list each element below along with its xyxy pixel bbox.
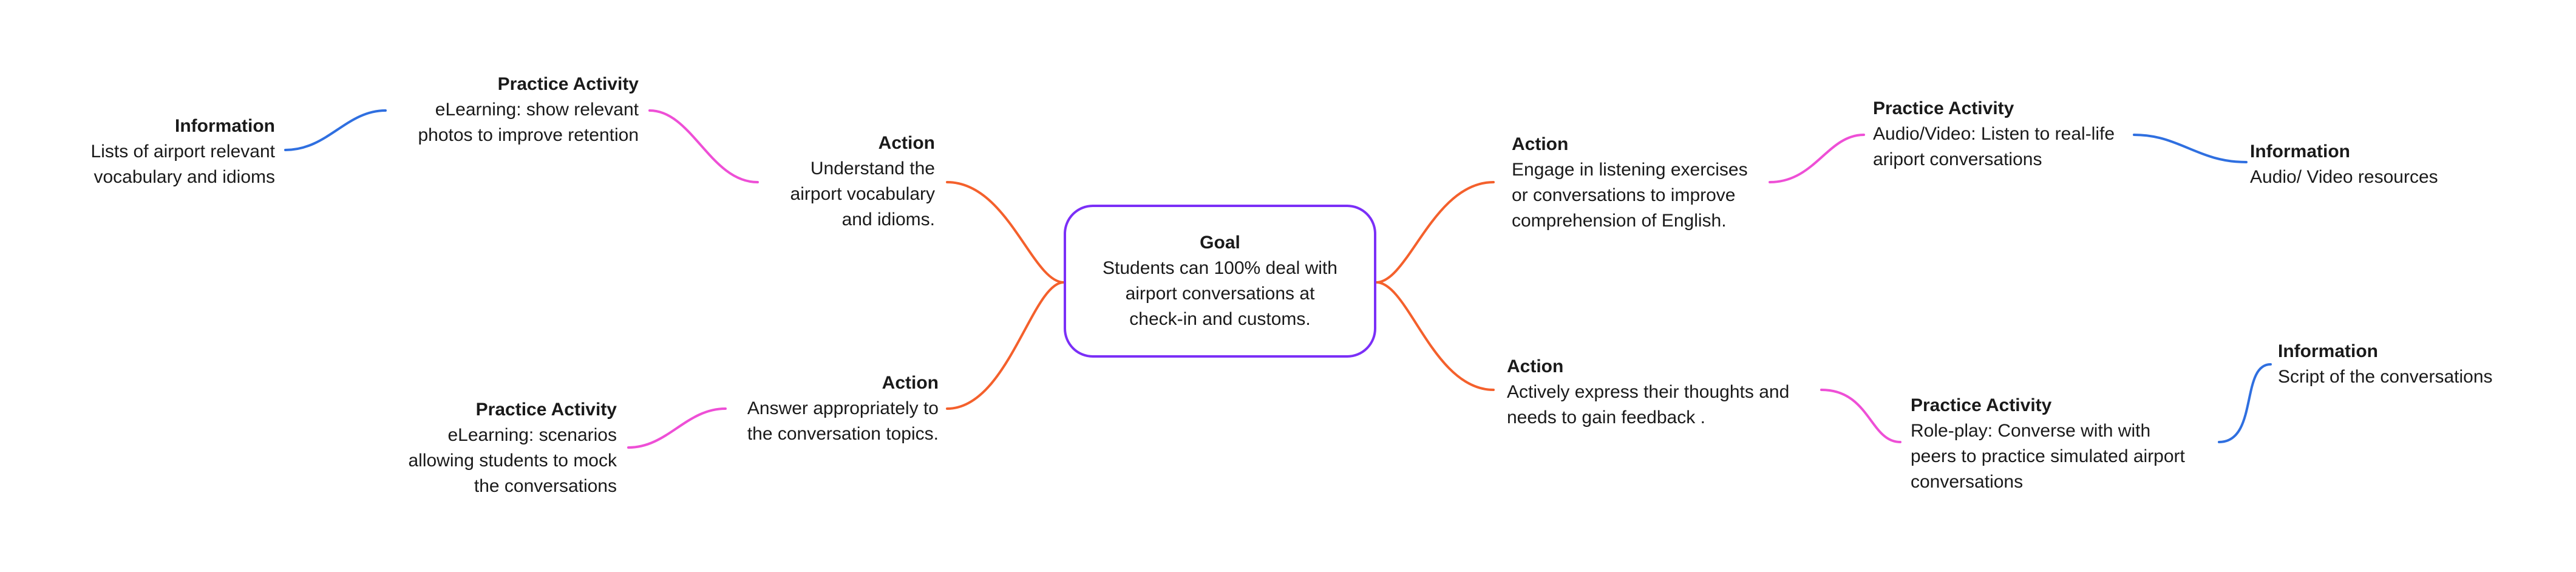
left-top-information-node[interactable]: Information Lists of airport relevant vo… [49, 114, 275, 190]
goal-box[interactable] [1064, 205, 1376, 358]
left-top-information-title: Information [175, 116, 275, 136]
right-bottom-action-text: Actively express their thoughts and need… [1507, 382, 1790, 427]
connector-goal-left-top-action [946, 181, 1065, 284]
left-top-practice-node[interactable]: Practice Activity eLearning: show releva… [364, 72, 639, 148]
right-bottom-practice-text: Role-play: Converse with with peers to p… [1911, 421, 2185, 492]
right-top-practice-title: Practice Activity [1873, 98, 2014, 118]
goal-title: Goal [1200, 233, 1240, 253]
connector-right-top-practice [1769, 134, 1865, 183]
left-bottom-action-text: Answer appropriately to the conversation… [747, 398, 939, 444]
connector-goal-right-top-action [1375, 181, 1495, 284]
goal-text: Students can 100% deal with airport conv… [1103, 258, 1337, 329]
connector-left-top-information [284, 109, 387, 151]
right-top-action-title: Action [1512, 134, 1569, 154]
right-bottom-practice-title: Practice Activity [1911, 395, 2052, 415]
right-top-practice-node[interactable]: Practice Activity Audio/Video: Listen to… [1873, 96, 2140, 172]
right-top-information-title: Information [2250, 141, 2350, 162]
right-bottom-information-text: Script of the conversations [2278, 367, 2493, 387]
right-top-action-text: Engage in listening exercises or convers… [1512, 160, 1748, 231]
right-bottom-action-node[interactable]: Action Actively express their thoughts a… [1507, 354, 1829, 431]
connector-left-top-practice [648, 109, 759, 183]
left-bottom-action-title: Action [882, 373, 939, 393]
right-top-information-node[interactable]: Information Audio/ Video resources [2250, 139, 2493, 190]
connector-right-top-information [2133, 134, 2248, 163]
right-bottom-action-title: Action [1507, 356, 1564, 376]
left-top-action-title: Action [878, 133, 935, 153]
right-bottom-information-node[interactable]: Information Script of the conversations [2278, 339, 2521, 390]
connector-right-bottom-information [2218, 363, 2272, 443]
right-top-action-node[interactable]: Action Engage in listening exercises or … [1512, 132, 1773, 234]
right-bottom-practice-node[interactable]: Practice Activity Role-play: Converse wi… [1911, 393, 2226, 495]
right-bottom-information-title: Information [2278, 341, 2378, 361]
left-top-action-node[interactable]: Action Understand the airport vocabulary… [704, 131, 935, 233]
connector-left-bottom-practice [627, 407, 727, 449]
right-top-practice-text: Audio/Video: Listen to real-life ariport… [1873, 124, 2115, 169]
connector-goal-left-bottom-action [946, 281, 1065, 410]
left-top-practice-text: eLearning: show relevant photos to impro… [418, 100, 639, 145]
left-top-practice-title: Practice Activity [497, 74, 639, 94]
left-bottom-action-node[interactable]: Action Answer appropriately to the conve… [698, 370, 939, 447]
right-top-information-text: Audio/ Video resources [2250, 167, 2438, 187]
connector-goal-right-bottom-action [1375, 281, 1495, 391]
left-bottom-practice-title: Practice Activity [475, 400, 617, 420]
left-bottom-practice-text: eLearning: scenarios allowing students t… [408, 425, 617, 496]
left-top-action-text: Understand the airport vocabulary and id… [790, 158, 935, 230]
goal-node[interactable]: Goal Students can 100% deal with airport… [1064, 230, 1376, 332]
connector-right-bottom-practice [1820, 389, 1901, 443]
left-bottom-practice-node[interactable]: Practice Activity eLearning: scenarios a… [352, 397, 617, 499]
left-top-information-text: Lists of airport relevant vocabulary and… [90, 141, 275, 187]
